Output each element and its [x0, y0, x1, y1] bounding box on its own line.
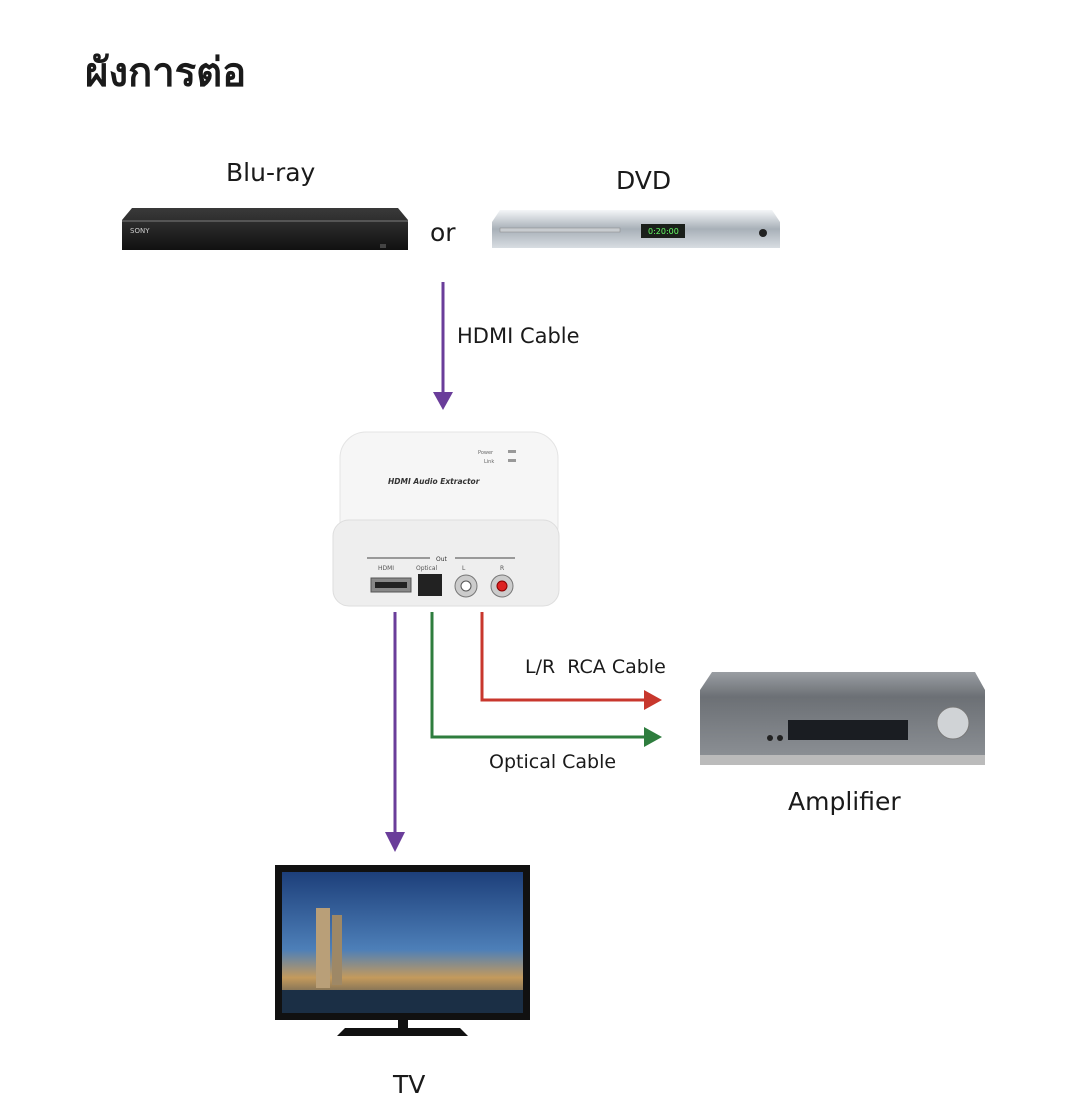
bluray-brand: SONY	[130, 227, 150, 235]
hdmi-audio-extractor-image: HDMI Audio Extractor Power Link Out HDMI…	[332, 431, 560, 607]
link-led-label: Link	[484, 459, 494, 465]
dvd-player-image: 0:20:00	[492, 210, 780, 248]
tv-label: TV	[393, 1070, 426, 1099]
hdmi-cable-label: HDMI Cable	[457, 324, 580, 348]
optical-cable-arrow	[430, 612, 662, 747]
amplifier-image	[700, 672, 985, 765]
out-label: Out	[436, 556, 448, 563]
dvd-display: 0:20:00	[648, 227, 679, 236]
port-l-label: L	[462, 565, 466, 572]
optical-cable-label: Optical Cable	[489, 751, 617, 773]
hdmi-tv-arrow	[385, 612, 405, 852]
rca-cable-arrow	[480, 612, 662, 710]
or-label: or	[430, 218, 456, 247]
amplifier-label: Amplifier	[788, 787, 901, 816]
tv-image	[275, 865, 530, 1036]
port-hdmi-label: HDMI	[378, 565, 394, 572]
dvd-label: DVD	[616, 166, 672, 195]
page-title: ผังการต่อ	[85, 50, 247, 96]
extractor-name: HDMI Audio Extractor	[388, 477, 481, 486]
port-optical-label: Optical	[416, 565, 438, 572]
bluray-player-image: SONY	[122, 208, 408, 250]
rca-cable-label: L/R RCA Cable	[525, 656, 666, 678]
port-r-label: R	[500, 565, 504, 572]
bluray-label: Blu-ray	[226, 158, 316, 187]
power-led-label: Power	[478, 450, 494, 456]
hdmi-input-arrow	[433, 282, 453, 410]
